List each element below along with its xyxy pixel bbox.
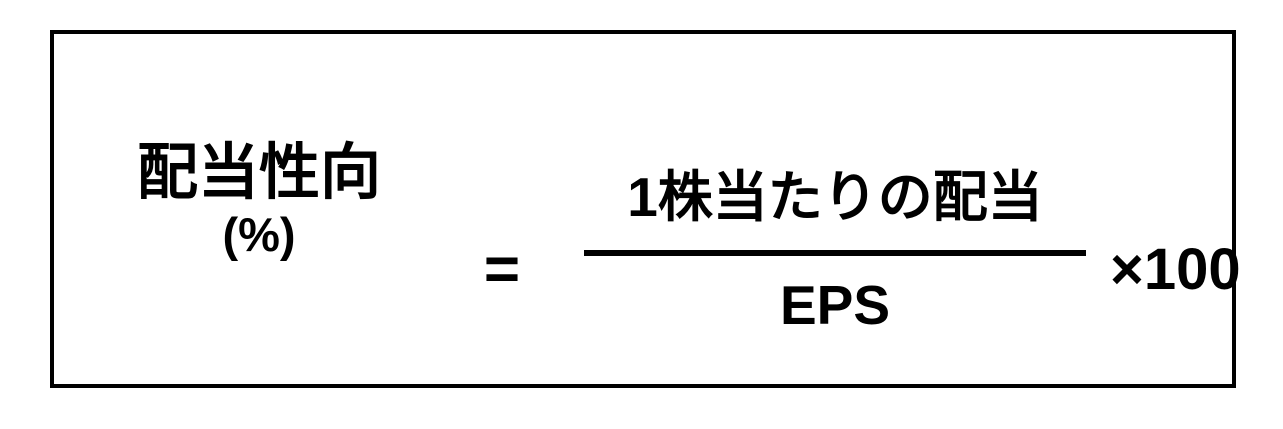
fraction: 1株当たりの配当 EPS (584, 170, 1086, 333)
equals-sign: = (483, 235, 521, 304)
payout-ratio-label: 配当性向 (136, 138, 381, 206)
formula-frame-box: 配当性向 (%) = 1株当たりの配当 EPS ×100 (50, 30, 1241, 388)
multiplier-times-one-hundred: ×100 (1110, 237, 1241, 302)
fraction-denominator: EPS (779, 274, 891, 336)
fraction-numerator: 1株当たりの配当 (627, 166, 1043, 228)
payout-ratio-unit-label: (%) (222, 208, 296, 261)
left-hand-side: 配当性向 (%) (109, 138, 409, 261)
fraction-bar (584, 250, 1086, 256)
